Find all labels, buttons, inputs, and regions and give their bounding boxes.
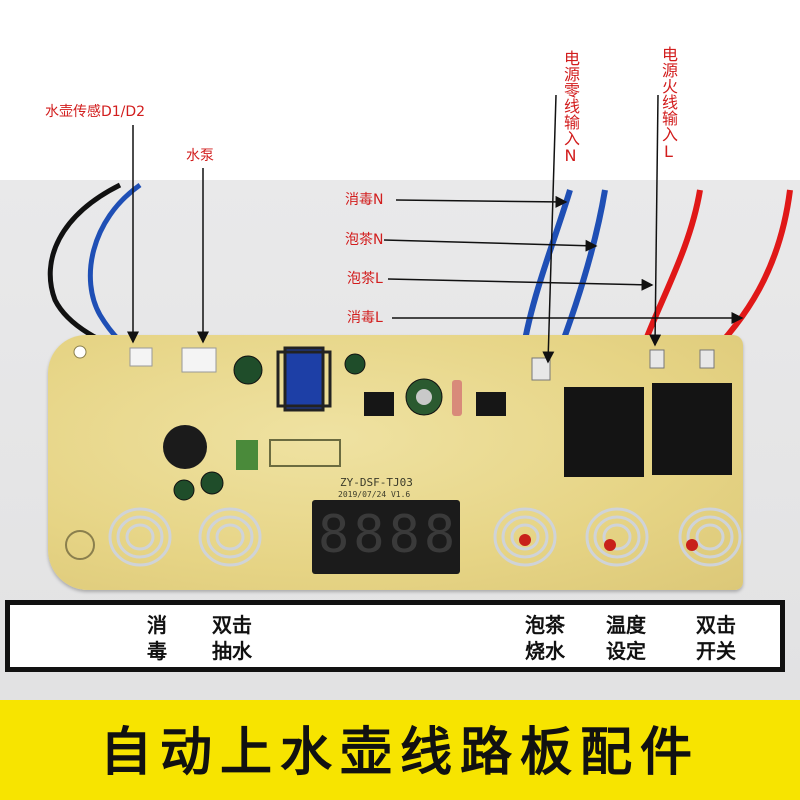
disinfect-button-label: 消 毒 <box>147 613 167 663</box>
disinfect-l-label: 消毒L <box>347 310 383 326</box>
brew-n-arrow <box>383 239 598 252</box>
terminal <box>649 349 665 369</box>
temp-set-button-label: 温度 设定 <box>606 613 646 663</box>
touch-spring-3 <box>493 507 557 567</box>
ic-chip <box>364 392 394 416</box>
live-input-label: 电源火线输入L <box>659 46 678 161</box>
double-pump-button-label: 双击 抽水 <box>212 613 252 663</box>
capacitor <box>233 355 263 385</box>
capacitor <box>344 353 366 375</box>
title-banner: 自动上水壶线路板配件 <box>0 700 800 800</box>
pump-label: 水泵 <box>186 148 214 164</box>
disinfect-n-label: 消毒N <box>345 192 384 208</box>
led-display <box>312 500 460 574</box>
double-power-button-label: 双击 开关 <box>696 613 736 663</box>
relay <box>564 387 644 477</box>
touch-spring-4 <box>585 507 649 567</box>
board-model: ZY-DSF-TJ03 <box>340 476 413 489</box>
disinfect-n-arrow <box>395 195 568 208</box>
touch-spring-1 <box>108 507 172 567</box>
neutral-input-arrow <box>542 94 557 364</box>
cn3-connector <box>269 439 341 467</box>
live-red-wire-1 <box>639 189 703 352</box>
sensor-connector <box>129 347 153 367</box>
capacitor <box>200 471 224 495</box>
button-legend-panel <box>5 600 785 672</box>
live-input-arrow <box>649 94 662 347</box>
neutral-input-label: 电源零线输入N <box>561 50 580 165</box>
touch-spring-5 <box>678 507 742 567</box>
resistor <box>452 380 462 416</box>
buzzer <box>163 425 207 469</box>
terminal <box>699 349 715 369</box>
touch-spring-2 <box>198 507 262 567</box>
brew-l-label: 泡茶L <box>347 271 383 287</box>
diode-bridge <box>236 440 258 470</box>
banner-title: 自动上水壶线路板配件 <box>99 723 700 783</box>
brew-n-label: 泡茶N <box>345 232 384 248</box>
brew-boil-button-label: 泡茶 烧水 <box>525 613 565 663</box>
transformer <box>283 346 325 412</box>
ic-chip <box>476 392 506 416</box>
sensor-label: 水壶传感D1/D2 <box>45 104 146 120</box>
board-date: 2019/07/24 V1.6 <box>338 490 411 499</box>
pump-connector <box>181 347 217 373</box>
capacitor <box>173 479 195 501</box>
brew-l-arrow <box>387 278 654 291</box>
terminal <box>531 357 551 381</box>
relay <box>652 383 732 475</box>
led-digits: 8888 <box>318 505 460 565</box>
